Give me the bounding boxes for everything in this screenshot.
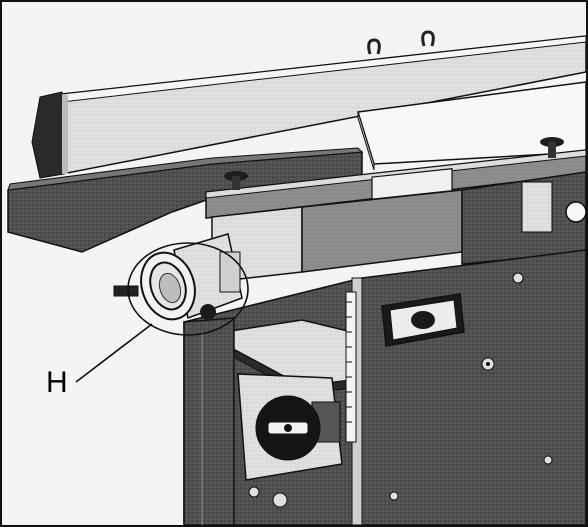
callout-leader-line bbox=[75, 323, 153, 383]
adjustment-knob bbox=[224, 137, 564, 190]
fence bbox=[31, 35, 586, 179]
lower-housing bbox=[237, 373, 343, 481]
blade-guard-block bbox=[357, 81, 586, 171]
side-bracket bbox=[461, 171, 586, 265]
fence-clamp bbox=[367, 30, 435, 55]
height-scale bbox=[345, 291, 357, 443]
frame-leg bbox=[183, 317, 235, 525]
callout-circle bbox=[127, 242, 249, 336]
dust-extraction-port bbox=[113, 233, 243, 321]
body-bolts bbox=[248, 272, 553, 508]
callout-label-h: H bbox=[46, 366, 68, 399]
switch-panel bbox=[381, 293, 465, 347]
